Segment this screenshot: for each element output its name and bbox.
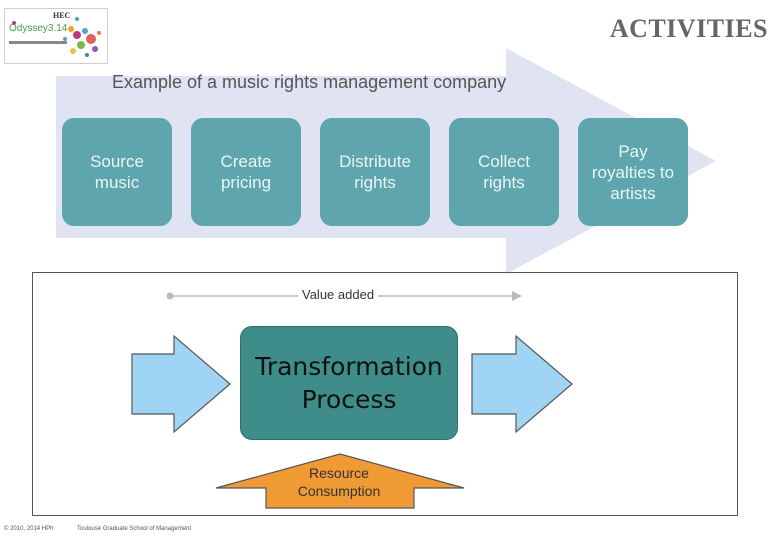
page-title: ACTIVITIES [609, 14, 768, 43]
footer-copyright: © 2010, 2014 HPh [4, 526, 54, 532]
chain-step-pay-royalties: Pay royalties to artists [578, 118, 688, 226]
logo-hec-text: HEC [53, 11, 71, 20]
transformation-process-box: Transformation Process [240, 326, 458, 440]
input-arrow [131, 334, 231, 434]
logo-underline [9, 41, 67, 44]
chain-caption: Example of a music rights management com… [112, 72, 507, 92]
output-arrow [471, 334, 573, 434]
odyssey-hec-logo: HEC Odyssey3.14 [4, 8, 108, 64]
value-chain-diagram: Example of a music rights management com… [56, 48, 716, 274]
resource-consumption-arrow [215, 453, 465, 509]
chain-step-distribute-rights: Distribute rights [320, 118, 430, 226]
logo-dots-graphic [12, 17, 101, 57]
logo-brand-text: Odyssey3.14 [9, 23, 68, 34]
resource-consumption-label: Resource Consumption [297, 465, 381, 499]
chain-step-create-pricing: Create pricing [191, 118, 301, 226]
value-added-label: Value added [298, 287, 379, 302]
footer: © 2010, 2014 HPh Toulouse Graduate Schoo… [4, 526, 213, 532]
footer-school: Toulouse Graduate School of Management [77, 526, 192, 532]
chain-step-source-music: Source music [62, 118, 172, 226]
transformation-frame [32, 272, 738, 516]
chain-step-collect-rights: Collect rights [449, 118, 559, 226]
